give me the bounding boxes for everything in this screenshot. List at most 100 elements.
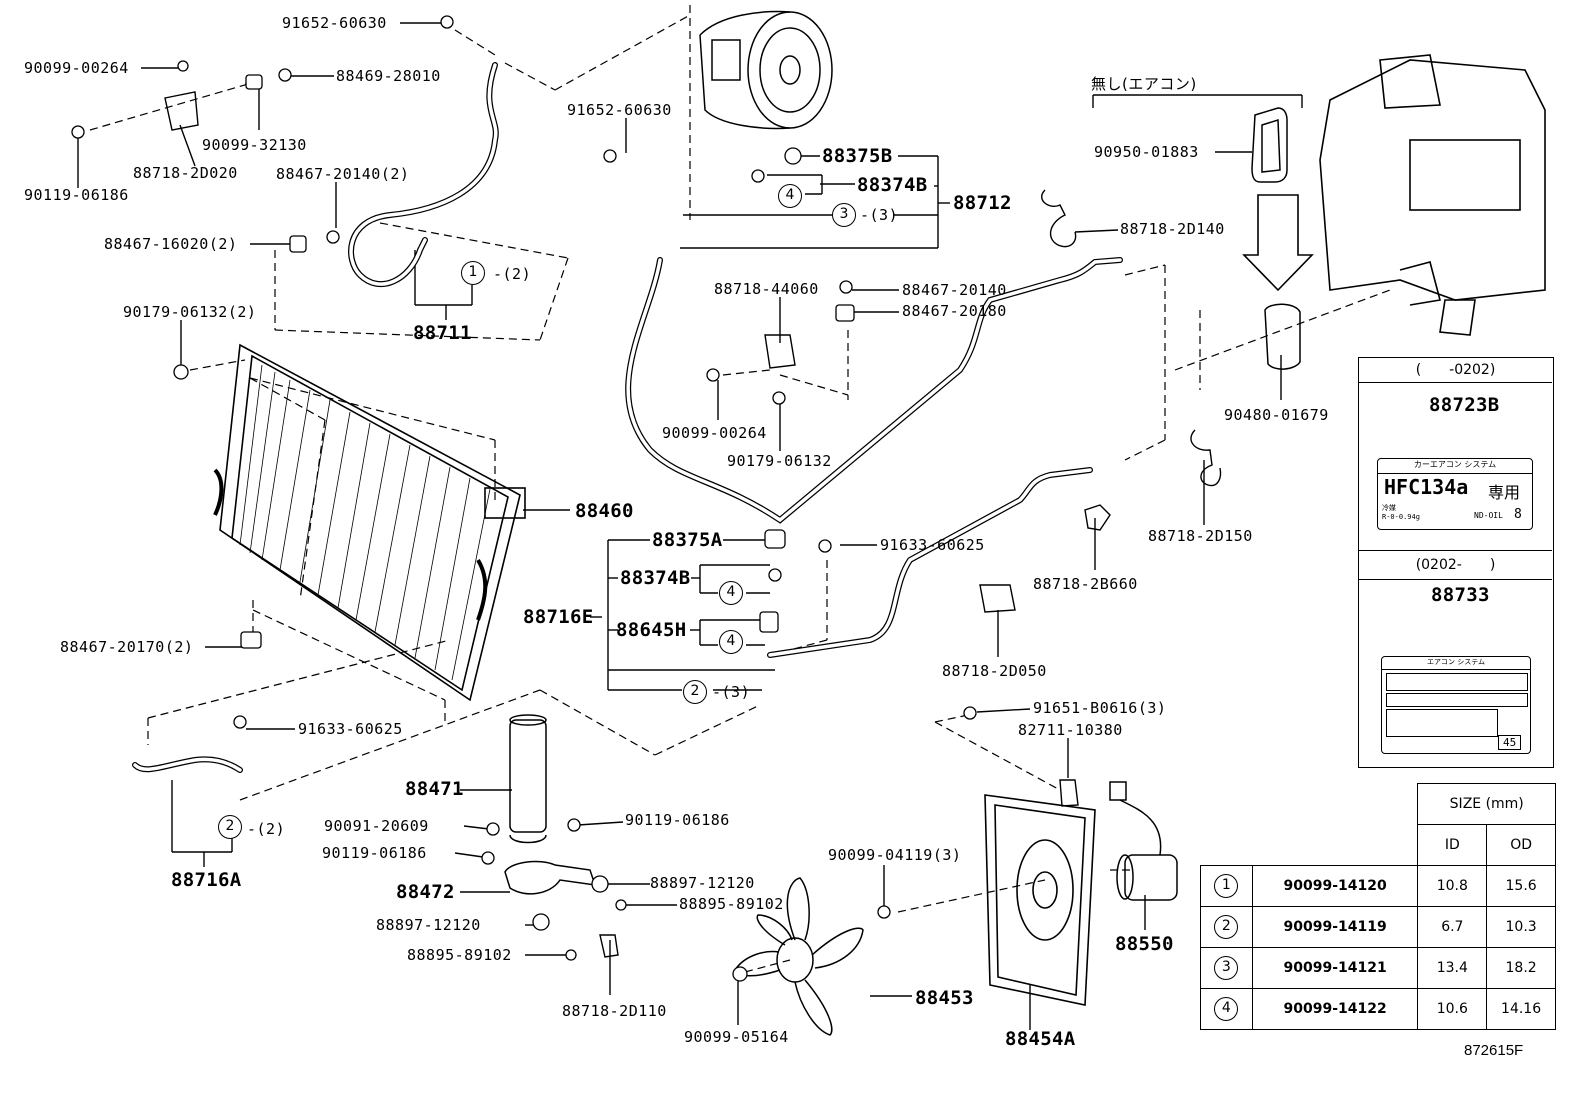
- qty-note: -(2): [493, 265, 532, 283]
- part-label: 90119-06186: [625, 811, 730, 829]
- part-label: 88897-12120: [376, 916, 481, 934]
- callout-circle: 4: [719, 630, 743, 654]
- part-label: 90099-04119(3): [828, 846, 962, 864]
- part-label: 90179-06132(2): [123, 303, 257, 321]
- assembly-label: 88711: [413, 322, 472, 344]
- part-label: 88718-2B660: [1033, 575, 1138, 593]
- size-header: SIZE (mm): [1417, 783, 1556, 825]
- part-label: 88897-12120: [650, 874, 755, 892]
- note-no-aircon: 無し(エアコン): [1091, 75, 1197, 93]
- part-label: 90950-01883: [1094, 143, 1199, 161]
- table-row: 3 90099-14121 13.4 18.2: [1200, 947, 1556, 989]
- row-od: 10.3: [1486, 906, 1556, 948]
- row-id: 6.7: [1417, 906, 1488, 948]
- assembly-label: 88460: [575, 500, 634, 522]
- row-od: 15.6: [1486, 865, 1556, 907]
- diagram-id: 872615F: [1464, 1042, 1524, 1059]
- assembly-label: 88453: [915, 987, 974, 1009]
- part-label: 90119-06186: [322, 844, 427, 862]
- sticker-header: カーエアコン システム: [1378, 459, 1532, 474]
- row-part: 90099-14120: [1251, 865, 1419, 907]
- size-col-od: OD: [1486, 824, 1556, 866]
- callout-circle: 2: [218, 815, 242, 839]
- part-label: 88718-2D110: [562, 1002, 667, 1020]
- sticker-num: 45: [1498, 735, 1522, 750]
- row-id: 10.8: [1417, 865, 1488, 907]
- sticker-main: HFC134a: [1384, 475, 1469, 499]
- assembly-label: 88454A: [1005, 1028, 1076, 1050]
- part-label: 91633-60625: [880, 536, 985, 554]
- part-label: 88467-20180: [902, 302, 1007, 320]
- table-row: 2 90099-14119 6.7 10.3: [1200, 906, 1556, 948]
- size-col-id: ID: [1417, 824, 1488, 866]
- part-label: 90091-20609: [324, 817, 429, 835]
- part-label: 90480-01679: [1224, 406, 1329, 424]
- callout-circle: 1: [461, 261, 485, 285]
- assembly-label: 88471: [405, 778, 464, 800]
- range-top: ( -0202): [1359, 358, 1552, 383]
- part-label: 88718-2D150: [1148, 527, 1253, 545]
- assembly-label: 88375B: [822, 145, 893, 167]
- callout-circle: 3: [832, 203, 856, 227]
- row-part: 90099-14121: [1251, 947, 1419, 989]
- table-row: 4 90099-14122 10.6 14.16: [1200, 988, 1556, 1030]
- part-label: 82711-10380: [1018, 721, 1123, 739]
- part-label: 88467-16020(2): [104, 235, 238, 253]
- table-row: 1 90099-14120 10.8 15.6: [1200, 865, 1556, 907]
- row-od: 18.2: [1486, 947, 1556, 989]
- assembly-label: 88374B: [857, 174, 928, 196]
- range-bottom: (0202- ): [1359, 550, 1552, 580]
- sticker-row: [1386, 709, 1498, 737]
- assembly-label: 88375A: [652, 529, 723, 551]
- size-table: SIZE (mm) ID OD 1 90099-14120 10.8 15.6 …: [1200, 783, 1556, 1030]
- part-label: 88895-89102: [679, 895, 784, 913]
- part-label: 88467-20170(2): [60, 638, 194, 656]
- row-id: 10.6: [1417, 988, 1488, 1030]
- sticker-foot: R-0-0.94g: [1382, 513, 1420, 521]
- part-label: 91633-60625: [298, 720, 403, 738]
- sticker-foot: 冷媒: [1382, 504, 1396, 512]
- row-part: 90099-14119: [1251, 906, 1419, 948]
- row-circle: 2: [1214, 915, 1239, 939]
- part-label: 90099-00264: [24, 59, 129, 77]
- assembly-label: 88716A: [171, 869, 242, 891]
- row-circle: 4: [1214, 997, 1239, 1021]
- part-label: 88718-2D140: [1120, 220, 1225, 238]
- sticker-part-top: 88723B: [1429, 394, 1500, 416]
- sticker-foot: 8: [1514, 507, 1522, 522]
- part-label: 90099-32130: [202, 136, 307, 154]
- row-od: 14.16: [1486, 988, 1556, 1030]
- sticker-kanji: 専用: [1488, 483, 1521, 502]
- part-label: 90179-06132: [727, 452, 832, 470]
- sticker-row: [1386, 673, 1528, 691]
- part-label: 88895-89102: [407, 946, 512, 964]
- callout-circle: 4: [778, 184, 802, 208]
- part-label: 90099-00264: [662, 424, 767, 442]
- qty-note: -(3): [860, 206, 899, 224]
- sticker-header: エアコン システム: [1382, 657, 1530, 670]
- assembly-label: 88550: [1115, 933, 1174, 955]
- sticker-foot: ND-OIL: [1474, 511, 1503, 520]
- refrigerant-sticker-bottom: エアコン システム 45: [1381, 656, 1531, 754]
- assembly-label: 88716E: [523, 606, 594, 628]
- assembly-label: 88374B: [620, 567, 691, 589]
- label-panel: ( -0202) 88723B カーエアコン システム HFC134a 専用 冷…: [1358, 357, 1554, 768]
- callout-circle: 4: [719, 581, 743, 605]
- part-label: 88469-28010: [336, 67, 441, 85]
- assembly-label: 88712: [953, 192, 1012, 214]
- part-label: 91652-60630: [282, 14, 387, 32]
- part-label: 88467-20140(2): [276, 165, 410, 183]
- row-part: 90099-14122: [1251, 988, 1419, 1030]
- part-label: 88467-20140: [902, 281, 1007, 299]
- qty-note: -(2): [247, 820, 286, 838]
- part-label: 91651-B0616(3): [1033, 699, 1167, 717]
- assembly-label: 88472: [396, 881, 455, 903]
- row-circle: 3: [1214, 956, 1239, 980]
- part-label: 90099-05164: [684, 1028, 789, 1046]
- part-label: 91652-60630: [567, 101, 672, 119]
- part-label: 88718-2D020: [133, 164, 238, 182]
- part-label: 88718-44060: [714, 280, 819, 298]
- part-label: 90119-06186: [24, 186, 129, 204]
